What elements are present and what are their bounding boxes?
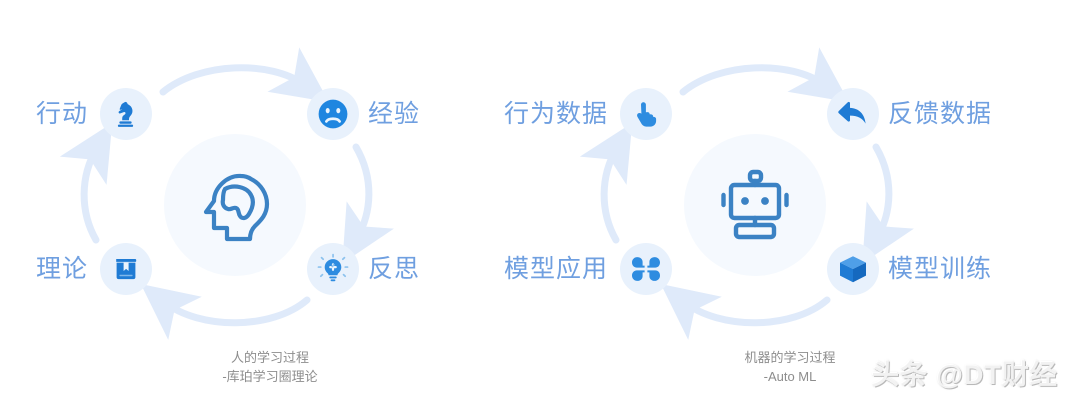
node-human-bottom-left[interactable]	[100, 243, 152, 295]
cube-3d-icon	[837, 253, 869, 285]
head-brain-icon	[186, 156, 284, 254]
caption-machine-line2: -Auto ML	[763, 369, 817, 384]
node-machine-bottom-right[interactable]	[827, 243, 879, 295]
caption-machine: 机器的学习过程 -Auto ML	[520, 348, 1060, 386]
node-label-human-top-left: 行动	[35, 100, 88, 128]
node-label-machine-top-right: 反馈数据	[888, 100, 993, 128]
lightbulb-idea-icon	[316, 252, 350, 286]
arc-bottom	[660, 283, 831, 340]
clover-grid-icon	[631, 254, 661, 284]
caption-human: 人的学习过程 -库珀学习圈理论	[0, 348, 540, 386]
node-label-human-top-right: 经验	[368, 100, 421, 128]
node-human-top-left[interactable]	[100, 88, 152, 140]
robot-head-icon	[706, 156, 804, 254]
caption-human-line2: -库珀学习圈理论	[222, 369, 318, 384]
node-machine-top-left[interactable]	[620, 88, 672, 140]
arc-bottom	[140, 283, 311, 340]
arc-right	[342, 143, 394, 264]
watermark: 头条 @DT财经	[872, 360, 1058, 390]
book-bookmark-icon	[112, 255, 140, 283]
node-label-machine-top-left: 行为数据	[503, 100, 608, 128]
panel-human-learning-cycle: 行动 经验	[0, 47, 540, 386]
reply-arrow-icon	[837, 99, 869, 129]
node-label-human-bottom-right: 反思	[368, 255, 421, 283]
node-machine-bottom-left[interactable]	[620, 243, 672, 295]
sad-face-icon	[316, 97, 350, 131]
node-label-machine-bottom-left: 模型应用	[503, 255, 608, 283]
node-human-bottom-right[interactable]	[307, 243, 359, 295]
caption-machine-line1: 机器的学习过程	[744, 350, 836, 365]
center-halo	[684, 134, 826, 276]
node-machine-top-right[interactable]	[827, 88, 879, 140]
node-label-human-bottom-left: 理论	[35, 255, 88, 283]
arc-top	[679, 47, 849, 103]
arc-left	[579, 122, 633, 244]
arc-left	[59, 122, 113, 244]
center-halo	[164, 134, 306, 276]
chess-knight-icon	[112, 100, 140, 128]
pointing-hand-icon	[632, 100, 660, 128]
node-human-top-right[interactable]	[307, 88, 359, 140]
caption-human-line1: 人的学习过程	[230, 350, 309, 365]
arc-right	[862, 143, 914, 264]
node-label-machine-bottom-right: 模型训练	[888, 255, 993, 283]
panel-machine-learning-cycle: 行为数据 反馈数据 模	[504, 0, 1060, 406]
arc-top	[159, 47, 329, 103]
